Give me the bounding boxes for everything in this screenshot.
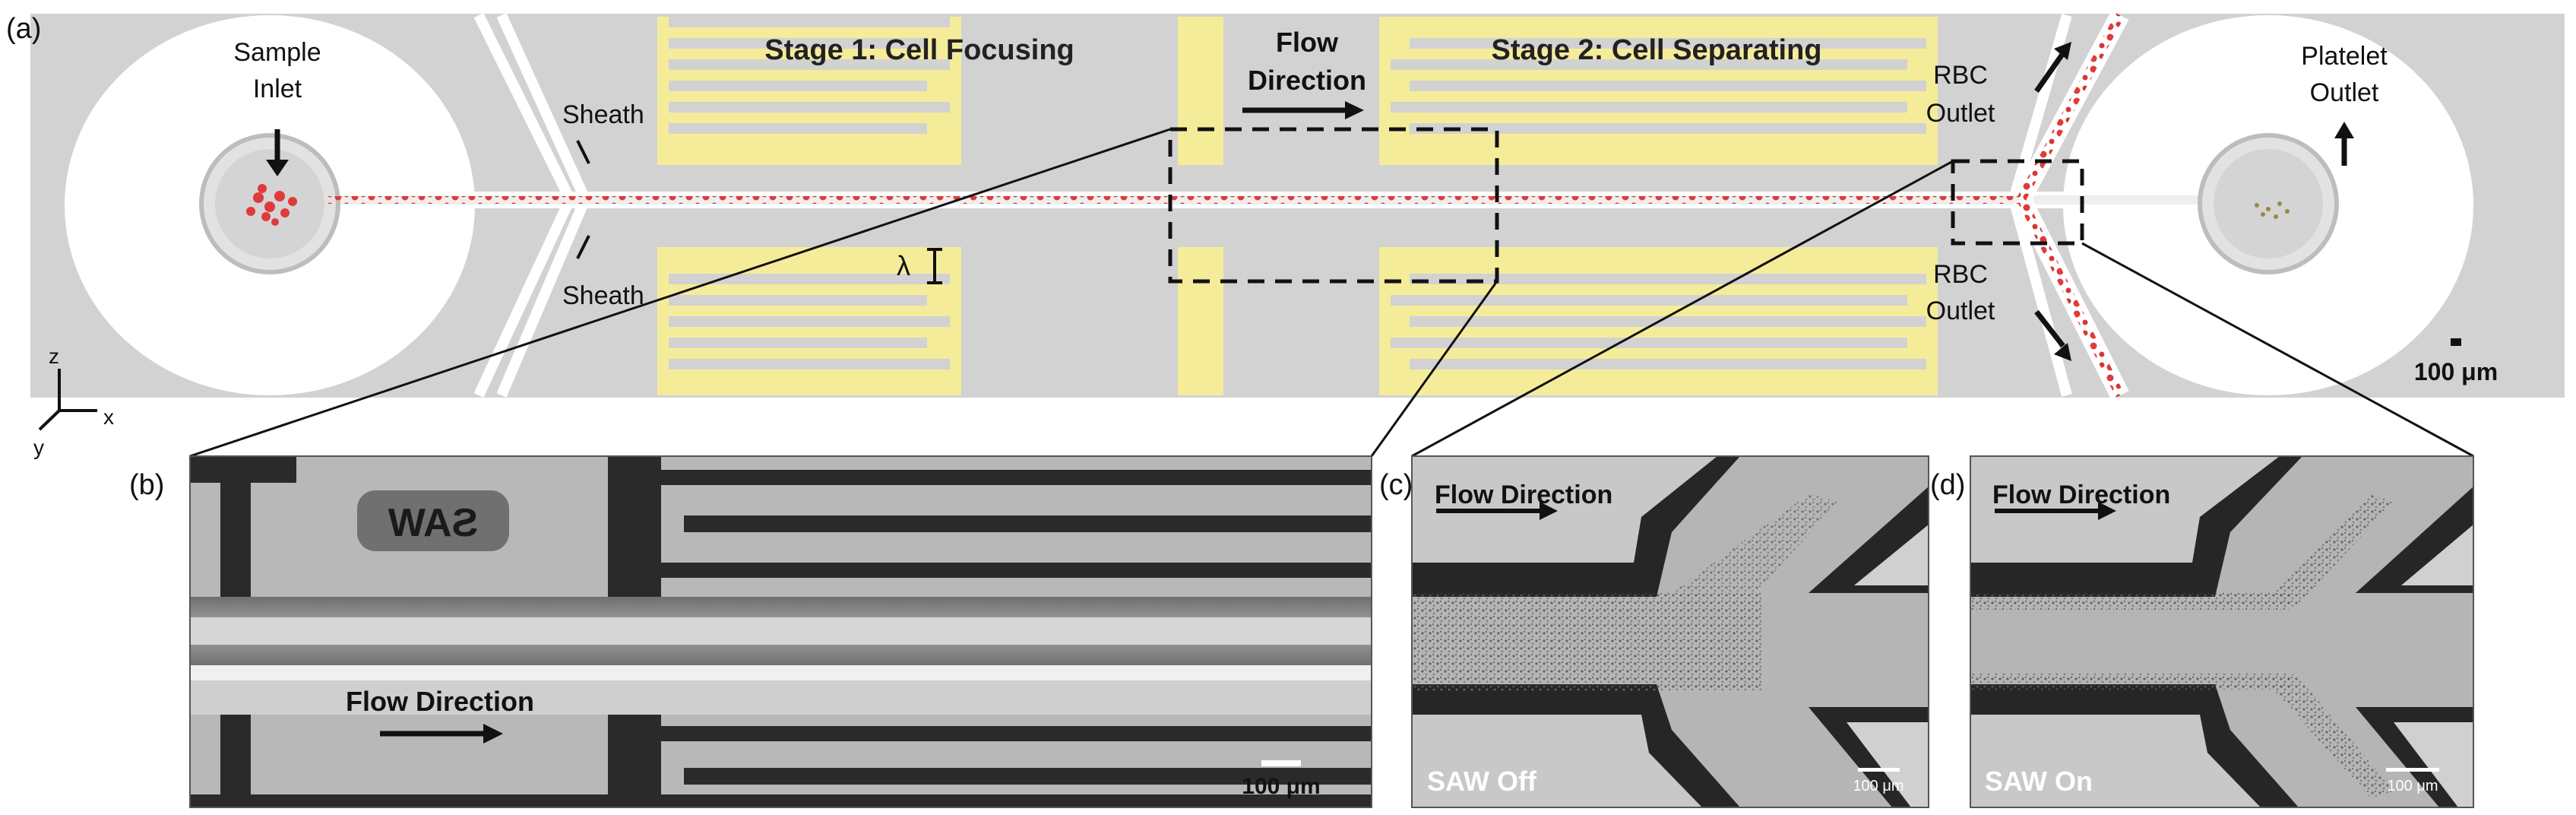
idt-stage1-fingers-right — [961, 17, 1178, 165]
panel-c-flow-label: Flow Direction — [1435, 480, 1612, 509]
idt-stage2-top — [1379, 17, 1938, 165]
idt-stage1-bottom — [657, 247, 1223, 395]
panel-d-scale-label: 100 μm — [2387, 778, 2438, 794]
flow-direction-label-1: Flow — [1276, 27, 1339, 58]
panel-c-tag: (c) — [1379, 469, 1413, 501]
sample-inlet-label-2: Inlet — [253, 75, 302, 103]
panel-b-scale-label: 100 μm — [1242, 774, 1320, 799]
platelet-outlet-1: Platelet — [2301, 42, 2388, 71]
panel-c: (c) Flow Direction SAW Off 100 μm — [1379, 455, 1929, 808]
panel-d-tag: (d) — [1930, 469, 1965, 501]
rbc-outlet-bottom-2: Outlet — [1926, 297, 1995, 325]
platelet-outlet-2: Outlet — [2310, 78, 2379, 107]
rbc-outlet-branches — [2012, 10, 2129, 400]
zoom-box-b — [1168, 127, 1499, 284]
panel-c-scale-label: 100 μm — [1853, 778, 1904, 794]
chip-logo: SAW — [388, 501, 478, 545]
panel-d-flow-label: Flow Direction — [1992, 480, 2170, 509]
axis-x-label: x — [103, 405, 114, 429]
lambda-label: λ — [897, 250, 910, 281]
panel-b: SAW (b) Flow Direction 100 μm — [129, 455, 1372, 808]
rbc-outlet-bottom-1: RBC — [1933, 260, 1988, 289]
cell-stream — [327, 196, 2021, 204]
inlet-cell-cluster — [246, 184, 297, 226]
idt-stage1-top — [657, 17, 1223, 165]
rbc-outlet-top-1: RBC — [1933, 61, 1988, 90]
platelet-cluster — [2255, 201, 2290, 219]
sample-inlet-label-1: Sample — [233, 38, 321, 67]
sheath-top-label: Sheath — [562, 100, 644, 129]
stage1-title: Stage 1: Cell Focusing — [764, 34, 1074, 66]
panel-a: (a) Sample Inlet Stage 1: Cell Focusing … — [6, 10, 2565, 459]
sheath-bottom-label: Sheath — [562, 281, 644, 310]
panel-d-state: SAW On — [1985, 766, 2093, 797]
axis-y-label: y — [33, 436, 44, 459]
arrows-a — [266, 42, 2354, 361]
scale-bar-a-label: 100 μm — [2414, 358, 2498, 385]
lambda-marker — [927, 248, 942, 284]
flow-direction-label-2: Direction — [1248, 65, 1366, 96]
zoom-lines — [189, 128, 2474, 458]
scale-bar-a — [2451, 338, 2461, 346]
stage2-title: Stage 2: Cell Separating — [1491, 34, 1821, 66]
panel-a-tag: (a) — [6, 13, 41, 45]
panel-d: (d) Flow Direction SAW On 100 μm — [1930, 455, 2474, 808]
panel-c-state: SAW Off — [1427, 766, 1537, 797]
panel-b-flow-label: Flow Direction — [346, 686, 534, 717]
axis-glyph — [38, 369, 97, 431]
panel-b-tag: (b) — [129, 469, 164, 501]
zoom-box-cd — [1951, 159, 2084, 246]
rbc-outlet-top-2: Outlet — [1926, 99, 1995, 128]
axis-z-label: z — [49, 344, 59, 368]
